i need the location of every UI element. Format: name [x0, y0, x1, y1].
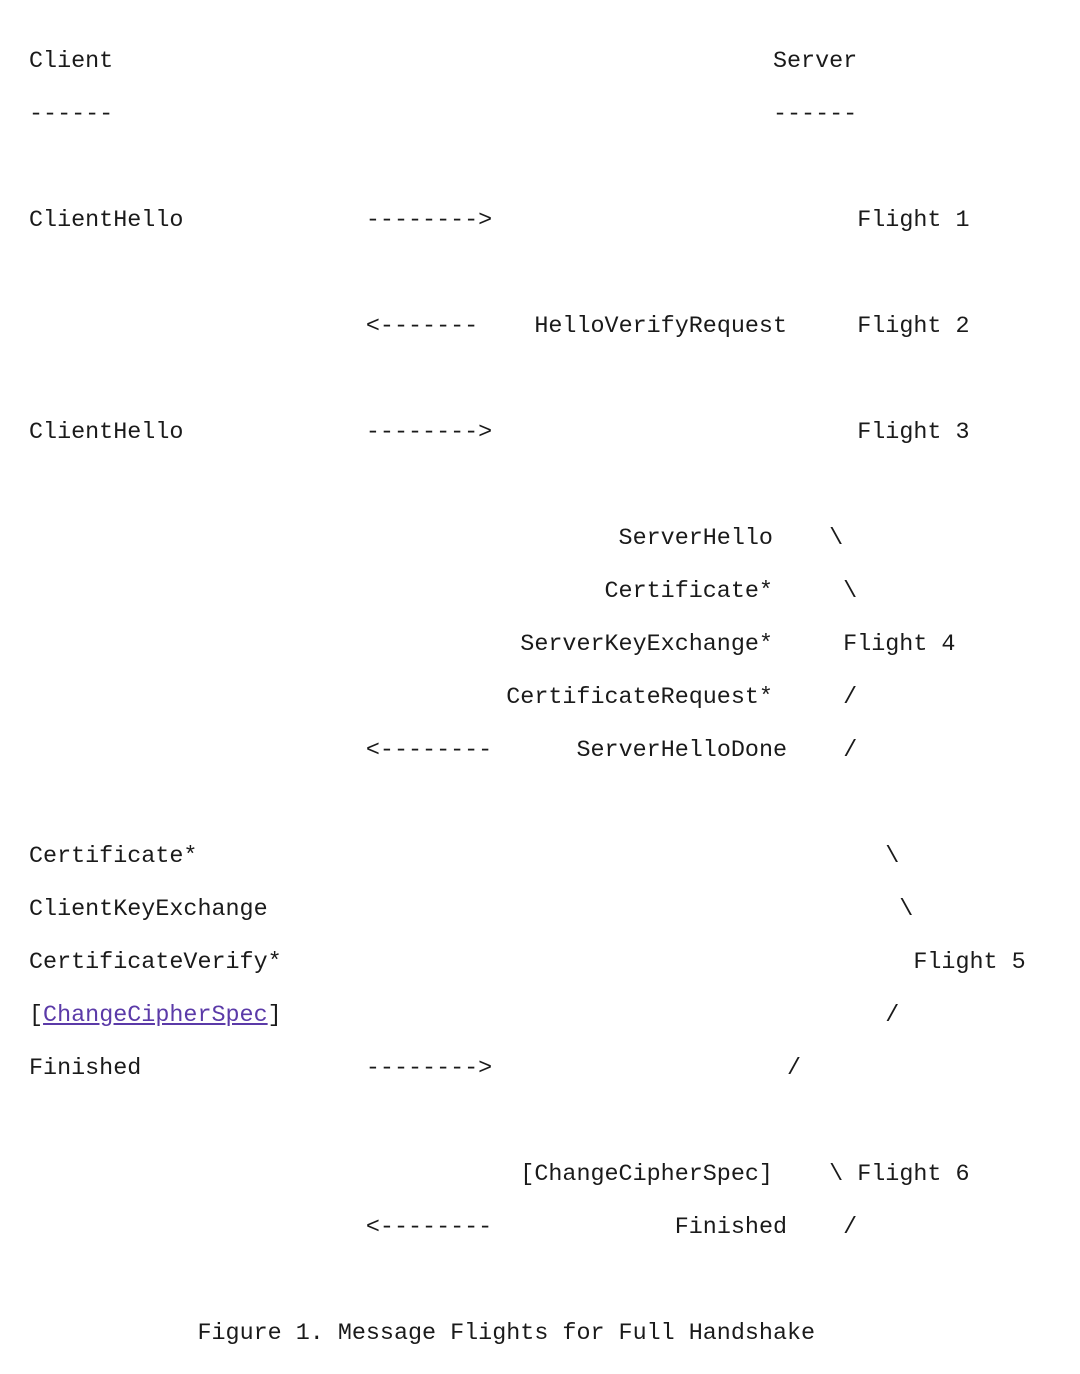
figure-caption: Figure 1. Message Flights for Full Hands… — [197, 1320, 816, 1347]
flight4-server-msg: ServerKeyExchange* — [520, 631, 773, 658]
flight5-brace: / — [885, 1002, 900, 1029]
flight4-server-msg: ServerHello — [618, 525, 773, 552]
blank-row — [29, 367, 1026, 394]
flight2-row: <------- HelloVerifyRequest Flight 2 — [29, 314, 1026, 341]
flight4-row-1: ServerHello \ — [29, 526, 1026, 553]
flight1-label: Flight 1 — [857, 207, 970, 234]
flight6-row-1: [ChangeCipherSpec] \ Flight 6 — [29, 1162, 1026, 1189]
change-cipher-spec-link[interactable]: ChangeCipherSpec — [43, 1002, 268, 1029]
blank-row — [29, 1109, 1026, 1136]
caption-row: Figure 1. Message Flights for Full Hands… — [29, 1321, 1026, 1348]
flight6-arrow: <-------- — [365, 1214, 493, 1241]
blank-row — [29, 155, 1026, 182]
flight5-label: Flight 5 — [913, 949, 1026, 976]
flight4-row-5: <-------- ServerHelloDone / — [29, 738, 1026, 765]
blank-row — [29, 473, 1026, 500]
ccs-close-bracket: ] — [267, 1002, 282, 1029]
flight4-brace: / — [843, 737, 858, 764]
flight5-row-4: [ChangeCipherSpec] / — [29, 1003, 1026, 1030]
server-title: Server — [772, 48, 858, 75]
flight4-brace: \ — [843, 578, 858, 605]
flight5-brace: \ — [885, 843, 900, 870]
client-title: Client — [29, 48, 114, 75]
flight4-brace: / — [843, 684, 858, 711]
header-rule-row: ------ ------ — [29, 102, 1026, 129]
flight1-arrow: --------> — [365, 207, 493, 234]
flight6-brace: / — [843, 1214, 858, 1241]
blank-row — [29, 261, 1026, 288]
flight2-label: Flight 2 — [857, 313, 970, 340]
flight3-arrow: --------> — [365, 419, 493, 446]
flight5-row-1: Certificate* \ — [29, 844, 1026, 871]
flight6-brace: \ — [829, 1161, 844, 1188]
flight6-label: Flight 6 — [857, 1161, 970, 1188]
ccs-open-bracket: [ — [29, 1002, 44, 1029]
flight1-row: ClientHello --------> Flight 1 — [29, 208, 1026, 235]
flight4-row-4: CertificateRequest* / — [29, 685, 1026, 712]
flight5-brace: \ — [899, 896, 914, 923]
flight4-server-msg: Certificate* — [604, 578, 773, 605]
flight4-brace: \ — [829, 525, 844, 552]
flight3-label: Flight 3 — [857, 419, 970, 446]
flight5-arrow: --------> — [365, 1055, 493, 1082]
flight2-arrow: <------- — [365, 313, 479, 340]
client-rule: ------ — [29, 101, 114, 128]
flight3-row: ClientHello --------> Flight 3 — [29, 420, 1026, 447]
flight4-server-msg: CertificateRequest* — [506, 684, 773, 711]
flight4-row-3: ServerKeyExchange* Flight 4 — [29, 632, 1026, 659]
flight6-server-msg: Finished — [674, 1214, 788, 1241]
flight5-row-5: Finished --------> / — [29, 1056, 1026, 1083]
flight3-client-msg: ClientHello — [29, 419, 184, 446]
blank-row — [29, 791, 1026, 818]
flight5-row-2: ClientKeyExchange \ — [29, 897, 1026, 924]
flight4-arrow: <-------- — [365, 737, 493, 764]
flight5-client-msg: Certificate* — [29, 843, 198, 870]
flight5-client-msg: ClientKeyExchange — [29, 896, 268, 923]
flight1-client-msg: ClientHello — [29, 207, 184, 234]
flight5-row-3: CertificateVerify* Flight 5 — [29, 950, 1026, 977]
flight5-client-msg: Finished — [29, 1055, 142, 1082]
flight6-server-msg: [ChangeCipherSpec] — [520, 1161, 773, 1188]
flight4-server-msg: ServerHelloDone — [576, 737, 788, 764]
flight5-brace: / — [787, 1055, 802, 1082]
server-rule: ------ — [772, 101, 858, 128]
flight4-label: Flight 4 — [843, 631, 956, 658]
flight5-client-msg: CertificateVerify* — [29, 949, 282, 976]
flight2-server-msg: HelloVerifyRequest — [534, 313, 788, 340]
blank-row — [29, 1268, 1026, 1295]
flight4-row-2: Certificate* \ — [29, 579, 1026, 606]
header-row: Client Server — [29, 49, 1026, 76]
handshake-figure: Client Server ------ ------ ClientHello … — [29, 22, 1026, 1374]
flight6-row-2: <-------- Finished / — [29, 1215, 1026, 1242]
